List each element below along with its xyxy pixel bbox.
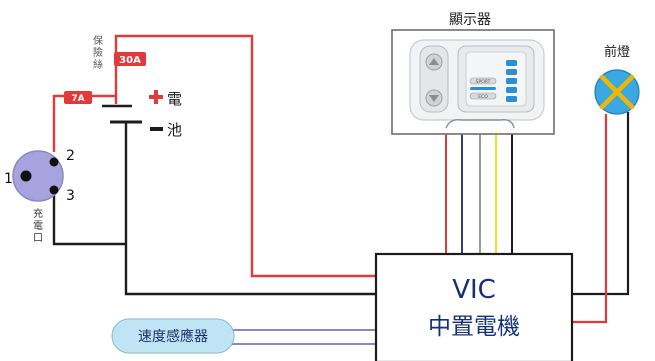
wire-headlight-black <box>572 112 630 296</box>
charge-port-label: 充 電 口 <box>33 207 43 244</box>
wire-red-main <box>114 34 376 278</box>
wire-red-charge <box>52 94 116 152</box>
charge-char-3: 口 <box>33 233 43 244</box>
speed-sensor-pill <box>111 318 235 354</box>
fuse-char-1: 保 <box>93 34 103 47</box>
charge-char-2: 電 <box>33 220 43 232</box>
charge-pin-2-label: 2 <box>66 148 75 164</box>
sport-button-label: SPORT <box>476 79 491 85</box>
charge-pin-3-label: 3 <box>66 188 75 204</box>
mode-indicator <box>470 87 496 90</box>
wire-black-charge <box>52 195 126 246</box>
fuse-30a-badge <box>114 52 146 66</box>
charge-pin-1 <box>20 170 32 182</box>
wire-black-battery <box>124 122 376 296</box>
sport-button[interactable] <box>469 77 497 85</box>
fuse-7a-text: 7A <box>71 94 84 104</box>
fuse-char-2: 險 <box>93 46 103 59</box>
fuse-30a-text: 30A <box>119 55 141 66</box>
battery-minus-sign <box>150 127 163 131</box>
charge-pin-1-label: 1 <box>4 171 13 187</box>
battery-plus-label: 電 <box>167 90 182 108</box>
display-clamp <box>445 118 515 129</box>
wire-headlight-red <box>572 114 608 324</box>
motor-box <box>374 252 574 361</box>
display-down-icon[interactable] <box>425 89 443 107</box>
display-mode-buttons: SPORT ECO <box>469 77 497 100</box>
battery-minus-label: 池 <box>167 121 182 139</box>
speed-sensor-label: 速度感應器 <box>138 328 208 345</box>
display-up-icon[interactable] <box>425 53 443 71</box>
fuse-char-3: 絲 <box>93 58 103 71</box>
eco-button-label: ECO <box>478 94 488 100</box>
charge-char-1: 充 <box>33 207 43 220</box>
headlight-label: 前燈 <box>604 44 630 60</box>
motor-subtitle: 中置電機 <box>428 314 520 340</box>
display-title: 顯示器 <box>449 12 491 28</box>
battery-plus-sign <box>149 90 163 104</box>
charge-pin-2 <box>49 157 59 167</box>
fuse-7a-badge <box>64 91 92 104</box>
headlight-icon <box>594 69 640 115</box>
eco-button[interactable] <box>469 92 497 100</box>
motor-title: VIC <box>452 275 496 305</box>
charge-pin-3 <box>49 185 59 195</box>
fuse-label-vertical: 保 險 絲 <box>93 34 103 71</box>
display-battery-bars <box>506 60 517 102</box>
